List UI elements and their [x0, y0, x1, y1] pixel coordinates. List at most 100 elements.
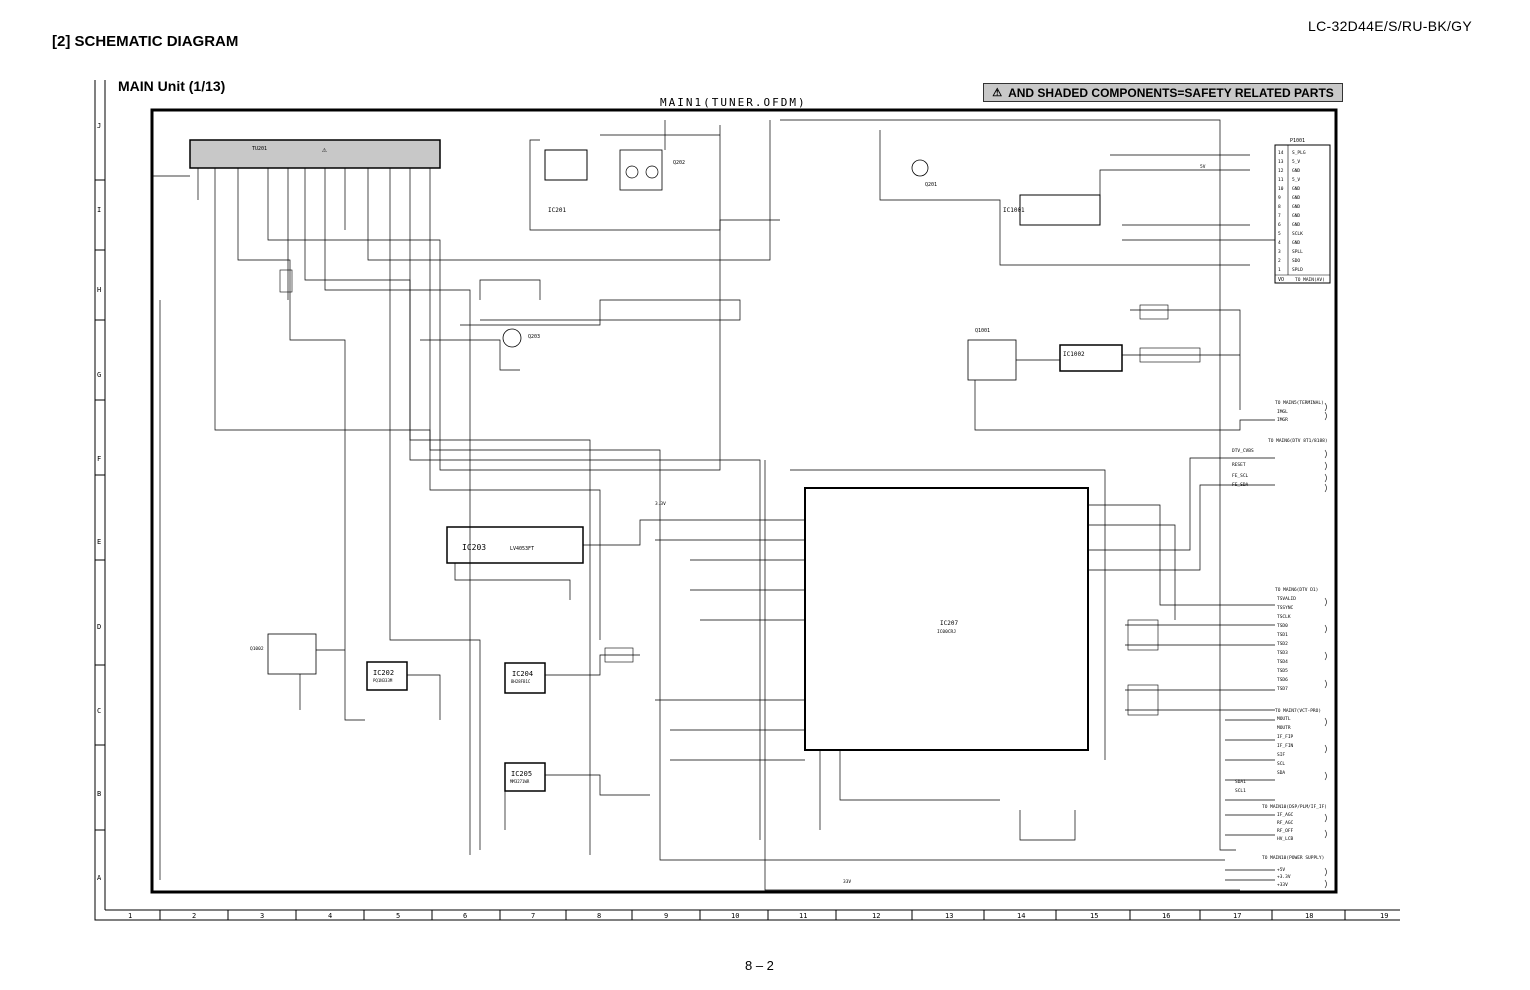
- svg-text:4: 4: [1278, 240, 1281, 246]
- net-label-5v: 5V: [1200, 164, 1206, 170]
- net-33v: +33V: [1277, 882, 1288, 888]
- bracket-marks: [1324, 402, 1327, 889]
- model-number: LC-32D44E/S/RU-BK/GY: [1308, 18, 1472, 34]
- row-label-f: F: [97, 455, 101, 463]
- p1001-footer-vo: VO: [1278, 277, 1284, 283]
- dest-dtv: TO MAIN6(DTV 8T1/8188): [1268, 438, 1328, 444]
- net-tsd1: TSD1: [1277, 632, 1288, 638]
- frame-edge: [94, 80, 1400, 921]
- col-label-11: 11: [799, 912, 807, 920]
- unit-title: MAIN Unit (1/13): [118, 78, 226, 94]
- col-label-7: 7: [531, 912, 535, 920]
- net-tsd4: TSD4: [1277, 659, 1288, 665]
- column-ticks: [159, 910, 1346, 920]
- net-tsd7: TSD7: [1277, 686, 1288, 692]
- col-label-9: 9: [664, 912, 668, 920]
- q201-symbol: [911, 159, 929, 177]
- net-tsd6: TSD6: [1277, 677, 1288, 683]
- svg-text:GND: GND: [1292, 195, 1300, 201]
- col-label-5: 5: [396, 912, 400, 920]
- ic203-label: IC203: [462, 543, 486, 552]
- row-label-h: H: [97, 286, 101, 294]
- svg-text:GND: GND: [1292, 222, 1300, 228]
- svg-text:5_V: 5_V: [1292, 159, 1300, 165]
- net-fe-sda: FE_SDA: [1232, 482, 1249, 488]
- col-label-15: 15: [1090, 912, 1098, 920]
- net-tsd5: TSD5: [1277, 668, 1288, 674]
- svg-text:14: 14: [1278, 150, 1284, 156]
- svg-text:8: 8: [1278, 204, 1281, 210]
- row-label-j: J: [97, 122, 101, 130]
- net-moutl: MOUTL: [1277, 716, 1291, 722]
- net-tsd2: TSD2: [1277, 641, 1288, 647]
- svg-text:9: 9: [1278, 195, 1281, 201]
- ic202-label: IC202: [373, 669, 394, 677]
- net-tsclk: TSCLK: [1277, 614, 1291, 620]
- page-number: 8 – 2: [745, 958, 774, 973]
- wiring-traces: [152, 119, 1275, 891]
- net-imgr: IMGR: [1277, 417, 1288, 423]
- svg-text:GND: GND: [1292, 168, 1300, 174]
- net-3v3: +3.3V: [1277, 874, 1291, 880]
- col-label-8: 8: [597, 912, 601, 920]
- q202-body: [619, 149, 663, 191]
- col-label-16: 16: [1162, 912, 1170, 920]
- section-title: [2] SCHEMATIC DIAGRAM: [52, 33, 239, 50]
- row-label-e: E: [97, 538, 101, 546]
- q203-symbol: [502, 328, 522, 348]
- svg-text:10: 10: [1278, 186, 1284, 192]
- net-tsvalid: TSVALID: [1277, 596, 1296, 602]
- net-hv-lcb: HV_LCB: [1277, 836, 1294, 842]
- ic207-label: IC207: [940, 620, 958, 627]
- q1001-label: Q1001: [975, 328, 990, 334]
- net-if-fip: IF_FIP: [1277, 734, 1294, 740]
- col-label-14: 14: [1017, 912, 1025, 920]
- ic207-part: IC00CRJ: [937, 629, 956, 635]
- ic1001-label: IC1001: [1003, 207, 1025, 214]
- svg-text:SDO: SDO: [1292, 258, 1300, 264]
- ic207-body: [804, 487, 1089, 751]
- row-label-g: G: [97, 371, 101, 379]
- net-dtv-cvbs: DTV_CVBS: [1232, 448, 1254, 454]
- net-tssync: TSSYNC: [1277, 605, 1294, 611]
- block-title: MAIN1(TUNER.OFDM): [660, 96, 807, 109]
- net-5v: +5V: [1277, 867, 1285, 873]
- svg-text:GND: GND: [1292, 186, 1300, 192]
- q202-label: Q202: [673, 160, 685, 166]
- net-imgl: IMGL: [1277, 409, 1288, 415]
- dest-dsp: TO MAIN10(DSP/PLM/IF_IF): [1262, 804, 1327, 810]
- dest-power-supply: TO MAIN10(POWER SUPPLY): [1262, 855, 1324, 861]
- col-label-2: 2: [192, 912, 196, 920]
- col-label-4: 4: [328, 912, 332, 920]
- net-sda: SDA: [1277, 770, 1285, 776]
- net-moutr: MOUTR: [1277, 725, 1291, 731]
- svg-text:6: 6: [1278, 222, 1281, 228]
- unit-border: [150, 108, 1338, 894]
- col-label-19: 19: [1380, 912, 1388, 920]
- svg-text:3: 3: [1278, 249, 1281, 255]
- tuner-module: [189, 139, 441, 169]
- ic1002-label: IC1002: [1063, 351, 1085, 358]
- q201-label: Q201: [925, 182, 937, 188]
- q1002-body: [267, 633, 317, 675]
- net-reset: RESET: [1232, 462, 1246, 468]
- p1001-footer-dest: TO MAIN(AV): [1295, 277, 1325, 283]
- svg-text:5_V: 5_V: [1292, 177, 1300, 183]
- svg-text:SPLL: SPLL: [1292, 249, 1303, 255]
- net-if-agc: IF_AGC: [1277, 812, 1294, 818]
- col-label-13: 13: [945, 912, 953, 920]
- col-label-18: 18: [1305, 912, 1313, 920]
- svg-text:11: 11: [1278, 177, 1284, 183]
- svg-text:S_PLG: S_PLG: [1292, 150, 1306, 156]
- ic1002-body: [1059, 344, 1123, 372]
- col-label-10: 10: [731, 912, 739, 920]
- svg-text:SCLK: SCLK: [1292, 231, 1303, 237]
- col-label-3: 3: [260, 912, 264, 920]
- row-label-b: B: [97, 790, 101, 798]
- q203-label: Q203: [528, 334, 540, 340]
- dest-dtv-d1: TO MAIN6(DTV D1): [1275, 587, 1318, 593]
- row-label-a: A: [97, 874, 102, 882]
- svg-text:13: 13: [1278, 159, 1284, 165]
- p1001-label: P1001: [1290, 138, 1305, 144]
